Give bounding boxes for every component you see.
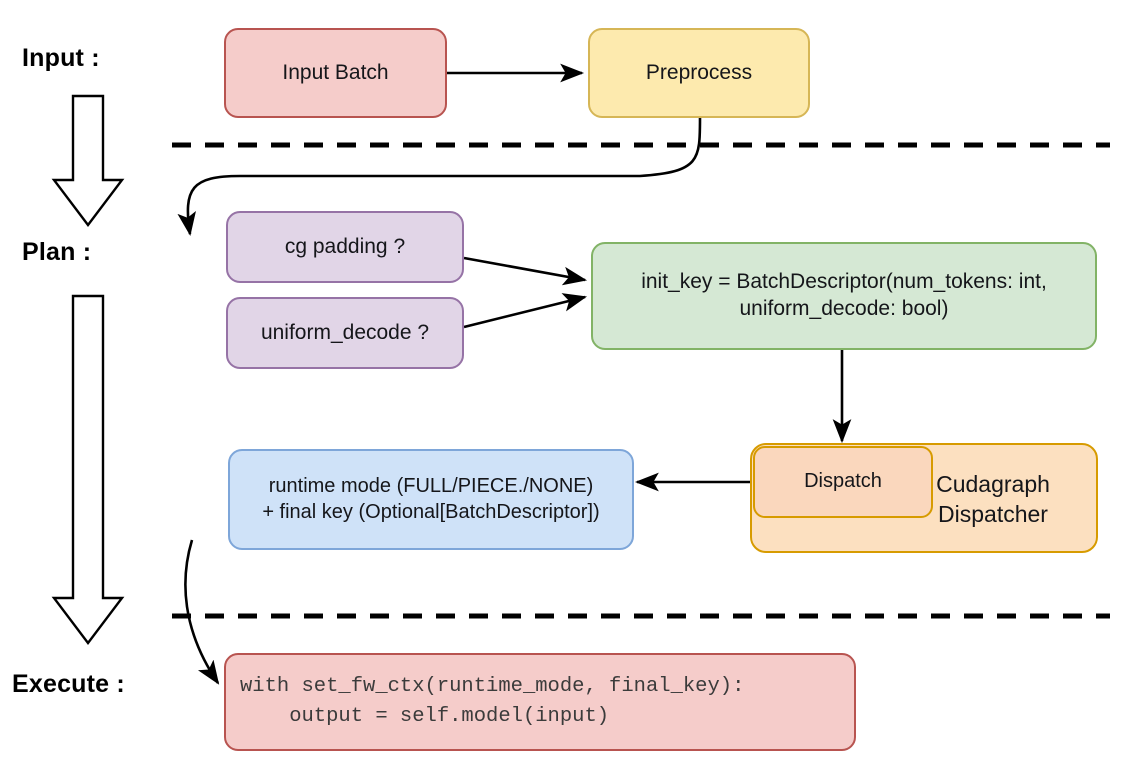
node-execute-code[interactable]: with set_fw_ctx(runtime_mode, final_key)… (224, 653, 856, 751)
stage-label-plan: Plan : (22, 238, 92, 266)
plan-to-execute-big-arrow (51, 294, 125, 645)
node-preprocess[interactable]: Preprocess (588, 28, 810, 118)
cg-padding-to-init-key (463, 256, 588, 286)
node-uniform-decode[interactable]: uniform_decode ? (226, 297, 464, 369)
cudagraph-dispatcher-label: Cudagraph Dispatcher (936, 471, 1050, 527)
input-to-plan-big-arrow (51, 94, 125, 227)
node-cg-padding[interactable]: cg padding ? (226, 211, 464, 283)
node-runtime-mode[interactable]: runtime mode (FULL/PIECE./NONE) + final … (228, 449, 634, 550)
stage-label-execute: Execute : (12, 670, 125, 698)
node-init-key[interactable]: init_key = BatchDescriptor(num_tokens: i… (591, 242, 1097, 350)
stage-label-input: Input : (22, 44, 100, 72)
node-dispatch[interactable]: Dispatch (753, 446, 933, 518)
uniform-decode-to-init-key (463, 293, 588, 329)
node-input-batch[interactable]: Input Batch (224, 28, 447, 118)
runtime-mode-to-execute-code (184, 539, 220, 685)
